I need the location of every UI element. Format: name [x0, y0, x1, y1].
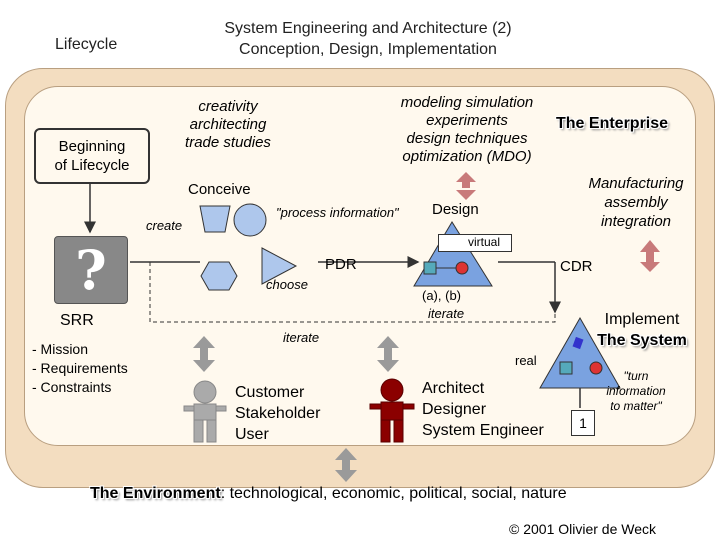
creativity-block: creativity architecting trade studies: [168, 98, 288, 152]
manufacturing-line: Manufacturing: [588, 175, 684, 192]
srr-item: - Mission: [32, 341, 89, 357]
gray-double-arrows: [193, 336, 399, 482]
environment-line: The Environment: technological, economic…: [90, 485, 567, 503]
design-label: Design: [432, 201, 479, 218]
process-information-label: "process information": [276, 205, 399, 220]
virtual-square-part: [423, 261, 437, 275]
modeling-arrow-down: [456, 190, 476, 200]
left-gray-arrow-up: [193, 336, 215, 360]
page-title: System Engineering and Architecture (2) …: [168, 18, 568, 60]
triangle-shape: [261, 247, 298, 285]
turn-line: to matter": [610, 399, 662, 413]
customer-line: User: [235, 426, 269, 443]
virtual-label: virtual: [468, 235, 501, 249]
virtual-system-triangle: [413, 221, 493, 287]
turn-information-block: "turn information to matter": [596, 369, 676, 414]
trapezoid-shape: [199, 205, 231, 233]
mid-gray-arrow-down: [377, 360, 399, 372]
srr-label: SRR: [60, 312, 94, 329]
modeling-block: modeling simulation experiments design t…: [380, 94, 554, 166]
environment-label: The Environment: [90, 485, 221, 502]
mid-gray-arrow-up: [377, 336, 399, 360]
pdr-label: PDR: [325, 256, 357, 273]
create-label: create: [146, 218, 183, 233]
architect-line: Designer: [422, 401, 487, 418]
copyright: © 2001 Olivier de Weck: [509, 521, 657, 537]
lifecycle-label: Lifecycle: [55, 36, 118, 53]
conceive-label: Conceive: [188, 181, 251, 198]
environment-description: : technological, economic, political, so…: [220, 485, 567, 502]
creativity-line: trade studies: [185, 134, 271, 151]
implement-block: Implement The System: [590, 309, 694, 351]
enterprise-label: The Enterprise: [556, 115, 669, 132]
cdr-label: CDR: [560, 258, 593, 275]
real-small-part: [572, 336, 584, 350]
turn-line: "turn: [623, 369, 649, 383]
modeling-line: modeling simulation: [400, 94, 534, 111]
hexagon-shape: [200, 261, 238, 291]
creativity-line: creativity: [198, 98, 258, 115]
modeling-line: experiments: [426, 112, 508, 129]
srr-list: - Mission - Requirements - Constraints: [32, 340, 128, 397]
left-gray-arrow-down: [193, 360, 215, 372]
srr-item: - Constraints: [32, 379, 112, 395]
the-system-label: The System: [597, 332, 687, 349]
beginning-line-2: of Lifecycle: [54, 157, 130, 174]
creativity-line: architecting: [189, 116, 267, 133]
manufacturing-line: integration: [600, 213, 672, 230]
ab-label: (a), (b): [422, 288, 461, 303]
beginning-line-1: Beginning: [58, 138, 126, 155]
architect-line: System Engineer: [422, 422, 544, 439]
customer-line: Stakeholder: [235, 405, 321, 422]
real-circle-part: [589, 361, 603, 375]
modeling-line: optimization (MDO): [402, 148, 532, 165]
modeling-line: design techniques: [406, 130, 528, 147]
pink-double-arrows: [456, 172, 660, 272]
virtual-box: [438, 234, 512, 252]
iterate-right-label: iterate: [428, 306, 465, 321]
customer-line: Customer: [235, 384, 305, 401]
bottom-gray-arrow-down: [335, 470, 357, 482]
implement-line: Implement: [604, 311, 680, 328]
customer-figure: [183, 380, 227, 443]
title-line-2: Conception, Design, Implementation: [239, 41, 497, 58]
circle-shape: [233, 203, 267, 237]
iterate-left-label: iterate: [283, 330, 320, 345]
bottom-gray-arrow-up: [335, 448, 357, 470]
real-square-part: [559, 361, 573, 375]
title-line-1: System Engineering and Architecture (2): [224, 20, 512, 37]
architect-block: Architect Designer System Engineer: [422, 378, 544, 441]
question-icon: ?: [54, 236, 128, 304]
customer-block: Customer Stakeholder User: [235, 382, 320, 445]
architect-figure: [369, 378, 415, 443]
iterate-loop-line: [149, 262, 556, 323]
manufacturing-arrow-up: [640, 240, 660, 262]
architect-line: Architect: [422, 380, 485, 397]
manufacturing-block: Manufacturing assembly integration: [576, 174, 696, 231]
srr-item: - Requirements: [32, 360, 128, 376]
modeling-arrow-up: [456, 172, 476, 188]
manufacturing-arrow-down: [640, 262, 660, 272]
virtual-circle-part: [455, 261, 469, 275]
choose-label: choose: [266, 277, 308, 292]
unit-one-box: 1: [571, 410, 595, 436]
real-label: real: [515, 353, 537, 368]
turn-line: information: [606, 384, 666, 398]
manufacturing-line: assembly: [604, 194, 668, 211]
beginning-of-lifecycle-box: Beginning of Lifecycle: [34, 128, 150, 184]
